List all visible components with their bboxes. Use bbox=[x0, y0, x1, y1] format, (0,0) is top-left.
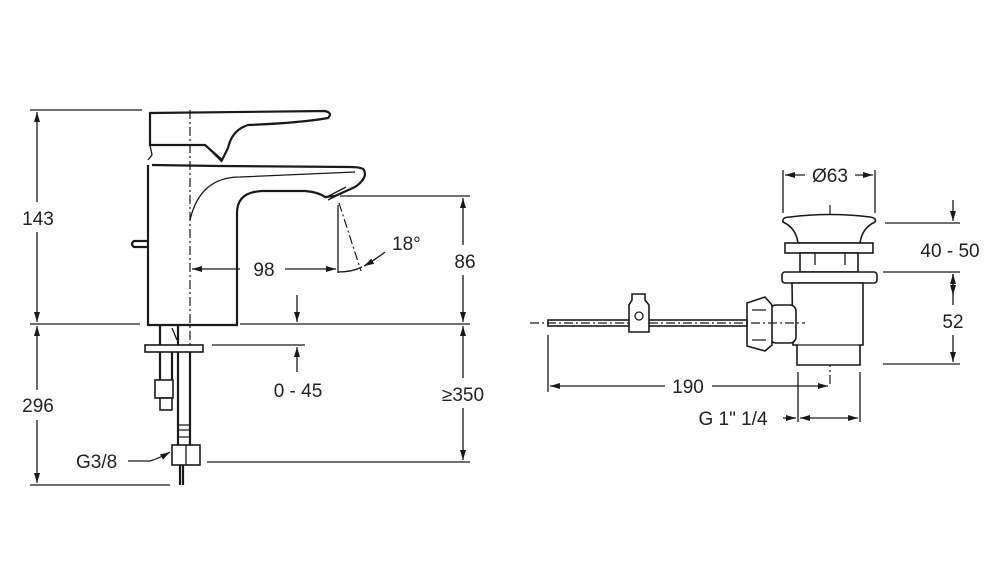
drain-pull-button bbox=[130, 239, 148, 249]
faucet-body bbox=[146, 163, 367, 327]
dim-350: ≥350 bbox=[442, 385, 484, 406]
faucet-drawing: 143 296 98 18° 86 0 - 45 ≥350 G3/8 bbox=[22, 109, 484, 486]
dim-98: 98 bbox=[253, 260, 274, 281]
faucet-handle bbox=[148, 109, 332, 162]
dim-0-45: 0 - 45 bbox=[274, 381, 323, 402]
dim-18-degree: 18° bbox=[392, 234, 421, 255]
rod-nut bbox=[746, 296, 773, 352]
dim-86: 86 bbox=[454, 252, 475, 273]
dim-143: 143 bbox=[22, 209, 54, 230]
dim-diameter-63: Ø63 bbox=[812, 166, 848, 187]
drain-cap bbox=[782, 213, 877, 244]
drain-drawing: Ø63 40 - 50 52 190 G 1" 1/4 bbox=[530, 166, 980, 430]
drain-body bbox=[791, 282, 864, 366]
aerator bbox=[324, 186, 349, 201]
g38-label: G3/8 bbox=[76, 452, 117, 473]
dim-190: 190 bbox=[672, 377, 704, 398]
rod-clamp bbox=[628, 293, 650, 333]
dim-52: 52 bbox=[942, 312, 963, 333]
g114-label: G 1" 1/4 bbox=[698, 409, 767, 430]
dim-296: 296 bbox=[22, 396, 54, 417]
dim-40-50: 40 - 50 bbox=[920, 241, 979, 262]
